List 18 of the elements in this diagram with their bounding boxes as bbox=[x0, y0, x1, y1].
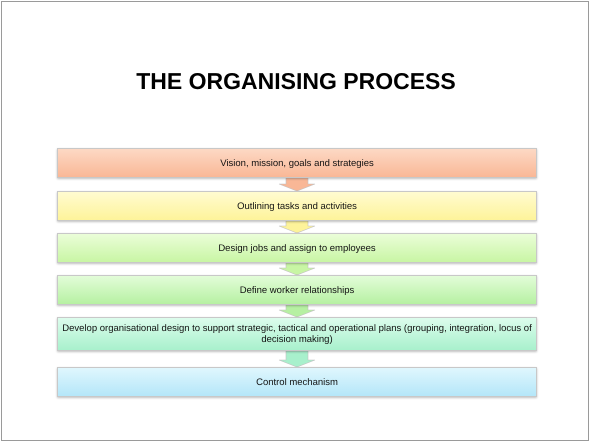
process-box bbox=[57, 233, 537, 263]
step-text: Vision, mission, goals and strategies bbox=[219, 158, 375, 168]
step-text: Define worker relationships bbox=[238, 284, 356, 296]
arrow bbox=[278, 304, 316, 318]
arrow bbox=[278, 262, 316, 276]
arrow bbox=[278, 350, 316, 368]
process-box bbox=[57, 317, 537, 351]
step-text: Outlining tasks and activities bbox=[236, 200, 358, 212]
process-box bbox=[57, 148, 537, 178]
process-box bbox=[57, 367, 537, 397]
step-text: Design jobs and assign to employees bbox=[217, 242, 377, 254]
step-text: Develop organisational design to support strategic, tactical and operational plans (grouping, integration, locus of decision making) bbox=[61, 323, 533, 345]
process-box bbox=[57, 191, 537, 221]
arrow bbox=[278, 178, 316, 192]
step-text: Control mechanism bbox=[255, 376, 339, 388]
title: THE ORGANISING PROCESS bbox=[135, 68, 457, 95]
process-box bbox=[57, 275, 537, 305]
arrow bbox=[278, 220, 316, 234]
